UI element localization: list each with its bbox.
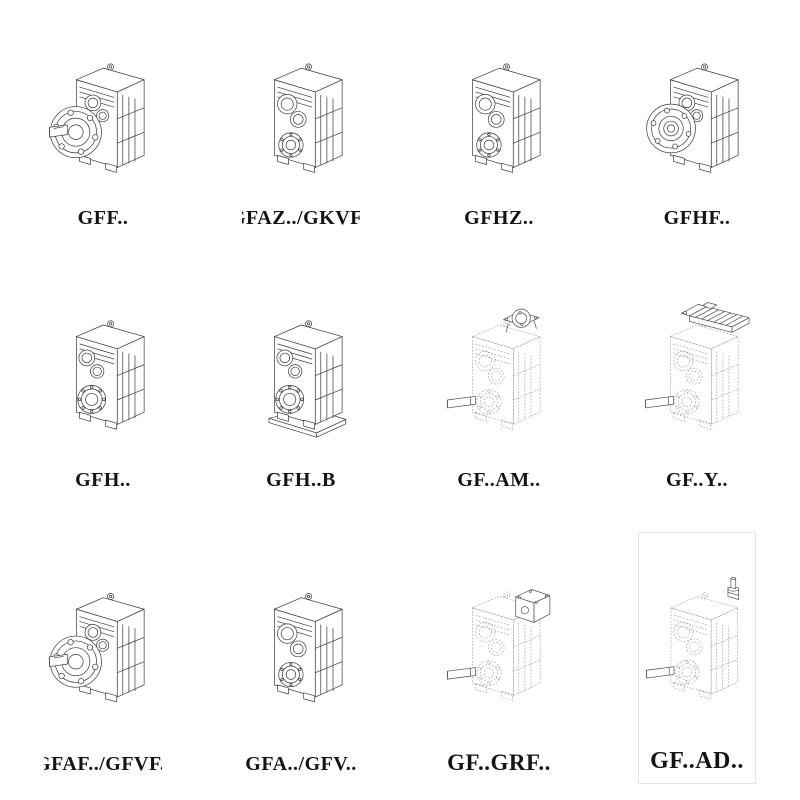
gearbox-drawing-gfaf-gfvf (44, 532, 162, 753)
catalog-cell-gf-y: GF..Y.. (638, 270, 756, 500)
gearbox-drawing-gf-grf (440, 532, 558, 750)
product-label: GFHF.. (663, 207, 731, 229)
product-label: GFAZ../GKVF.. (242, 207, 360, 229)
gearbox-drawing-gfa-gfv (242, 532, 360, 753)
product-label: GFAF../GFVF.. (44, 753, 162, 775)
catalog-cell-gfa-gfv: GFA../GFV.. (242, 532, 360, 784)
gearbox-drawing-gfhz (440, 18, 558, 207)
product-label: GF..GRF.. (447, 750, 551, 775)
catalog-cell-gfhf: GFHF.. (638, 18, 756, 238)
product-label: GF..AM.. (457, 469, 541, 491)
gearbox-drawing-gfaz-gkvf (242, 18, 360, 207)
product-label: GFH..B (266, 469, 336, 491)
catalog-cell-gfh: GFH.. (44, 270, 162, 500)
product-label: GFHZ.. (464, 207, 534, 229)
gearbox-drawing-gfh-b (242, 270, 360, 469)
catalog-cell-gf-grf: GF..GRF.. (440, 532, 558, 784)
catalog-cell-gfaz-gkvf: GFAZ../GKVF.. (242, 18, 360, 238)
catalog-cell-gfaf-gfvf: GFAF../GFVF.. (44, 532, 162, 784)
product-label: GF..AD.. (650, 748, 744, 774)
catalog-cell-gfh-b: GFH..B (242, 270, 360, 500)
product-label: GFF.. (77, 207, 129, 229)
catalog-cell-gfhz: GFHZ.. (440, 18, 558, 238)
gearbox-drawing-gf-ad (639, 533, 755, 748)
product-label: GFH.. (75, 469, 131, 491)
catalog-cell-gff: GFF.. (44, 18, 162, 238)
gearbox-drawing-gf-am (440, 270, 558, 469)
gearbox-drawing-gfh (44, 270, 162, 469)
product-grid: GFF.. GFAZ../GKVF.. GFHZ.. GFHF.. GFH.. … (4, 0, 796, 800)
catalog-cell-gf-am: GF..AM.. (440, 270, 558, 500)
gearbox-drawing-gfhf (638, 18, 756, 207)
gearbox-drawing-gf-y (638, 270, 756, 469)
gearbox-drawing-gff (44, 18, 162, 207)
product-label: GFA../GFV.. (245, 753, 357, 775)
product-label: GF..Y.. (665, 469, 729, 491)
catalog-cell-gf-ad: GF..AD.. (638, 532, 756, 784)
